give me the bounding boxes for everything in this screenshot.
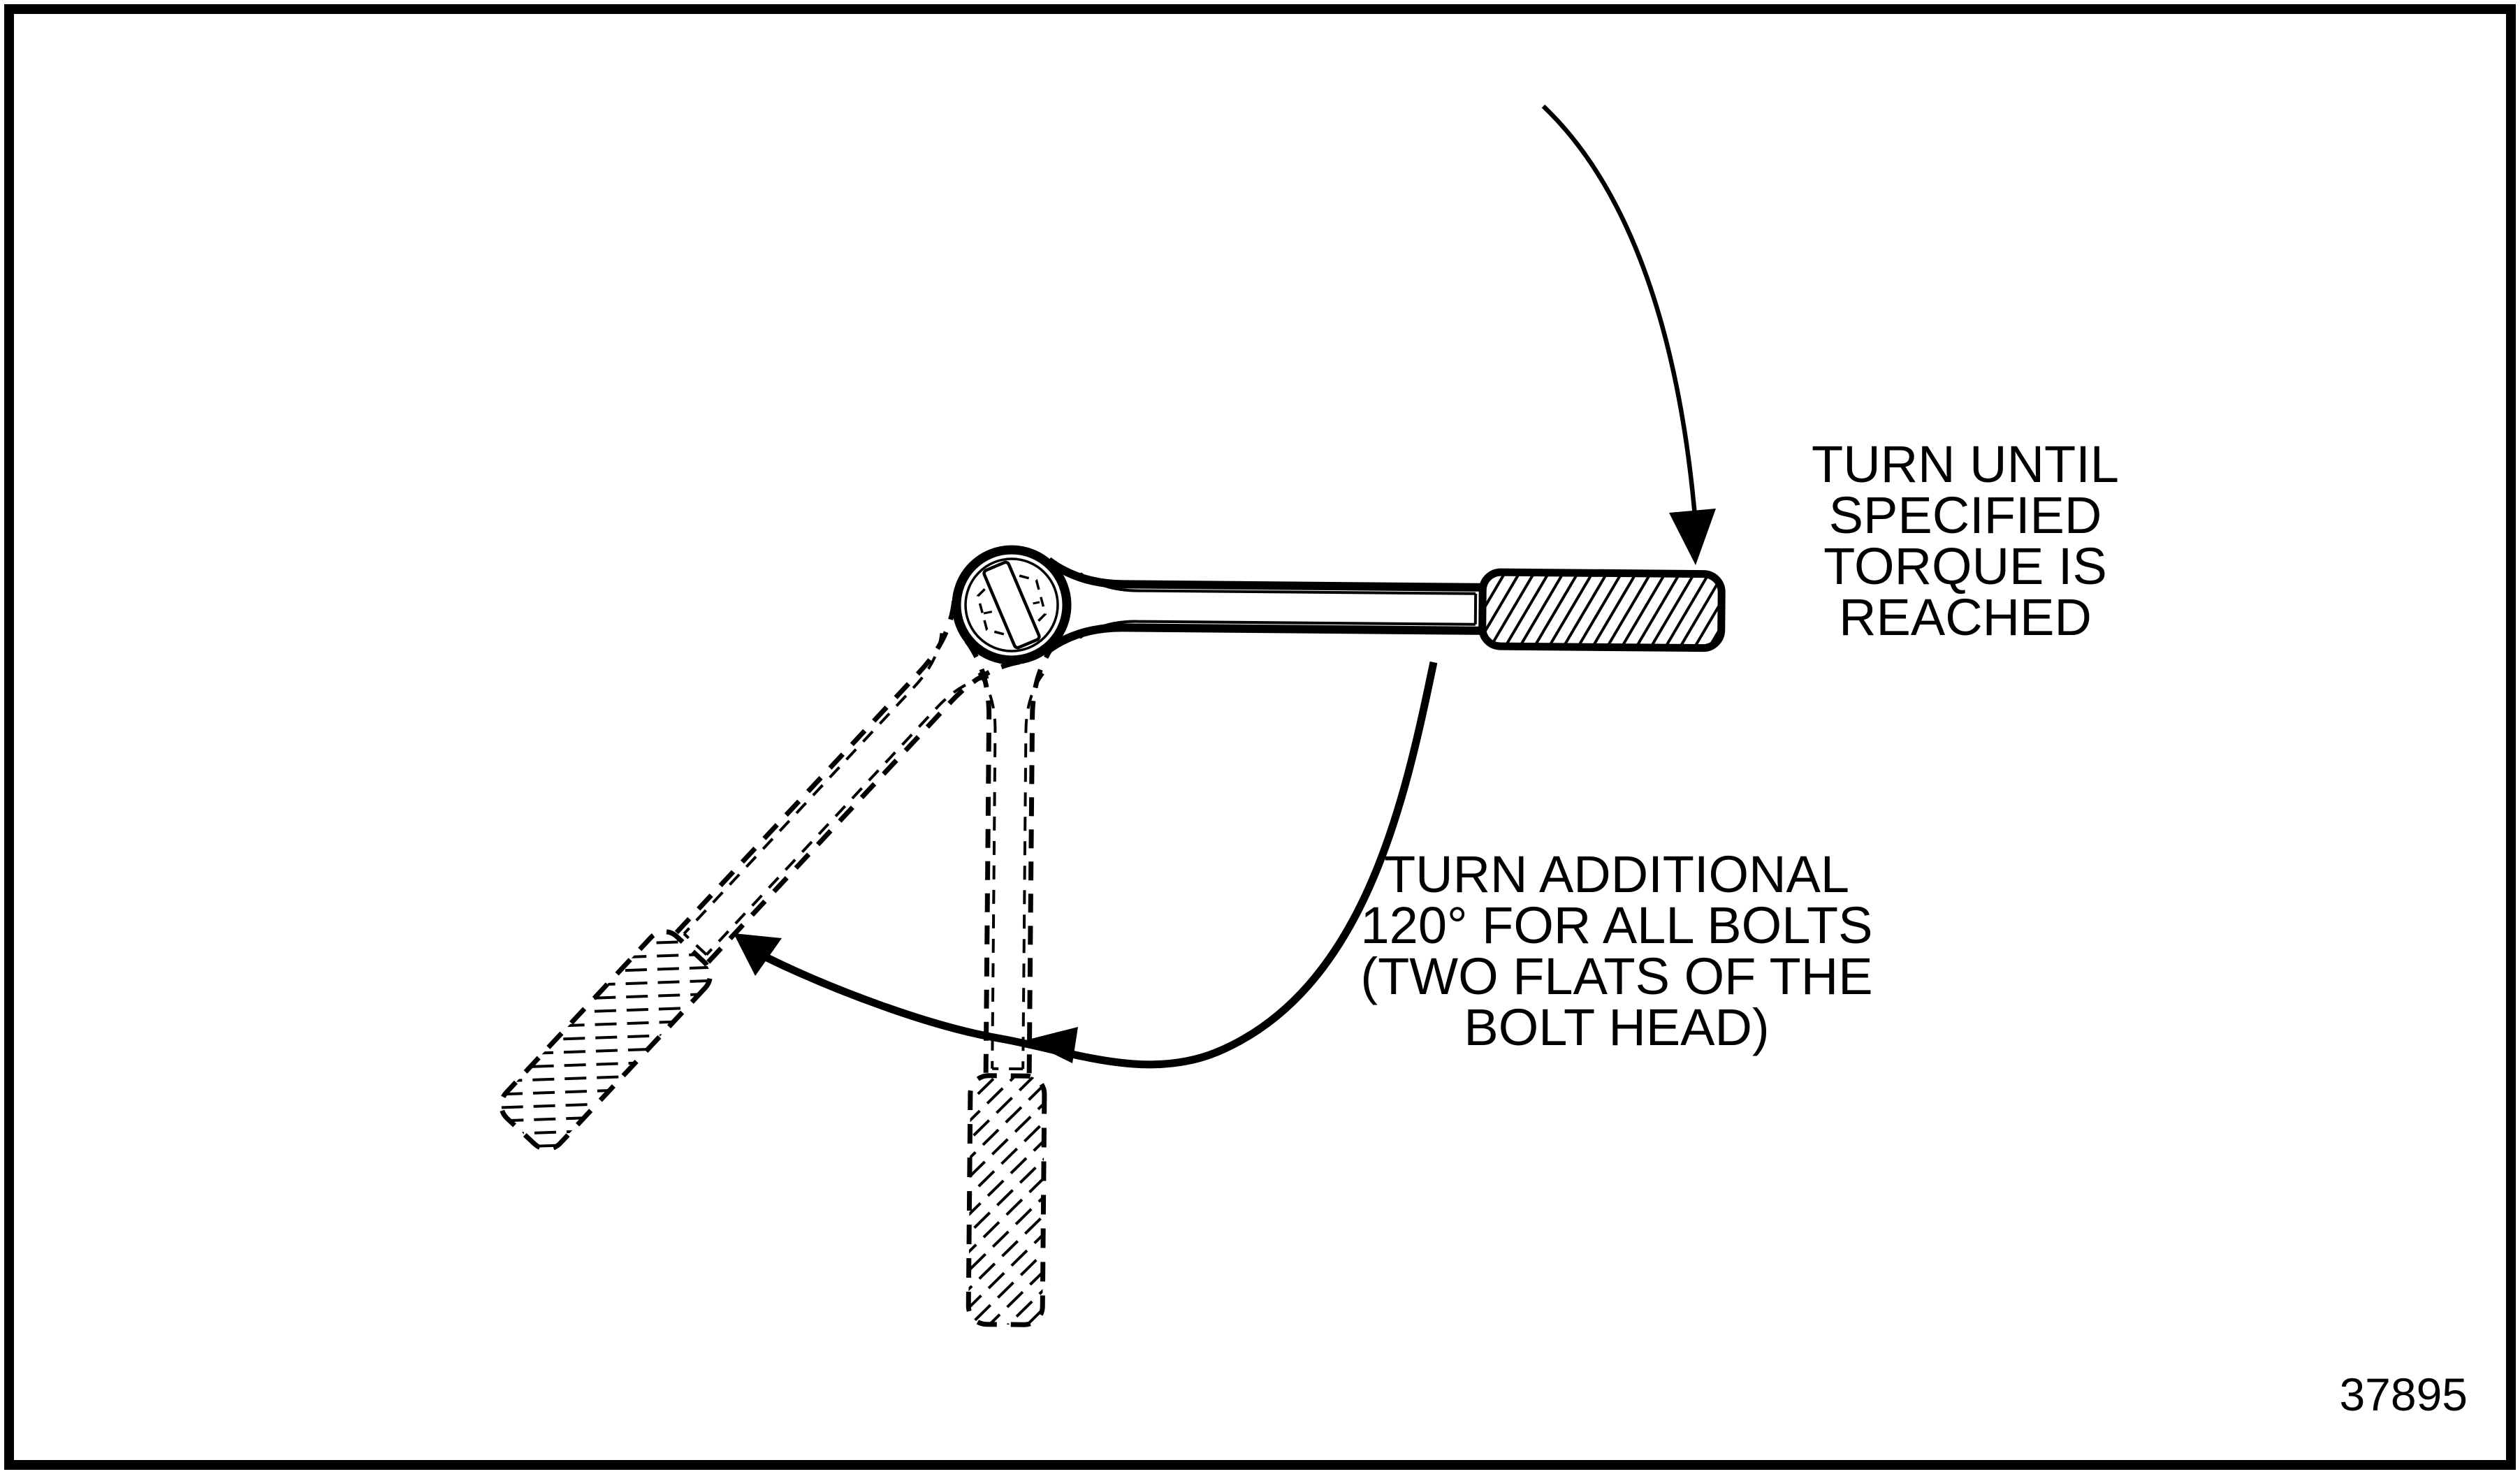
annotation-line: (TWO FLATS OF THE [1360, 947, 1873, 1005]
annotation-turn-additional: TURN ADDITIONAL 120° FOR ALL BOLTS (TWO … [1337, 849, 1896, 1053]
torque-arrowhead [1669, 509, 1716, 565]
annotation-line: TORQUE IS [1823, 537, 2107, 595]
wrench-dashed-vertical [964, 639, 1058, 1327]
rotation-arc-group [734, 661, 1438, 1069]
wrench-dashed-angled [499, 601, 1020, 1152]
annotation-line: SPECIFIED [1828, 486, 2102, 544]
ratchet-head [952, 545, 1072, 665]
annotation-turn-until: TURN UNTIL SPECIFIED TORQUE IS REACHED [1686, 439, 2245, 643]
torque-arrow-group [1541, 104, 1716, 565]
rotation-arc [765, 661, 1438, 1069]
ratchet-head-outer-ring [952, 545, 1072, 665]
wrench-grip-dashed [966, 1073, 1047, 1327]
annotation-line: 120° FOR ALL BOLTS [1360, 896, 1873, 954]
torque-arrow [1541, 104, 1699, 533]
ratchet-head-inner-ring [964, 557, 1059, 652]
annotation-line: REACHED [1839, 588, 2092, 646]
arc-arrowhead-mid [1026, 1027, 1078, 1063]
annotation-line: TURN UNTIL [1812, 435, 2119, 493]
wrench-grip [1478, 568, 1726, 652]
figure-number: 37895 [2339, 1369, 2468, 1420]
arc-arrowhead-end [734, 933, 782, 976]
annotation-line: BOLT HEAD) [1464, 998, 1770, 1056]
wrench-solid [1044, 557, 1726, 654]
wrench-grip-dashed [499, 929, 713, 1152]
annotation-line: TURN ADDITIONAL [1383, 845, 1850, 903]
figure-border [4, 4, 2516, 1470]
square-drive [982, 560, 1041, 650]
